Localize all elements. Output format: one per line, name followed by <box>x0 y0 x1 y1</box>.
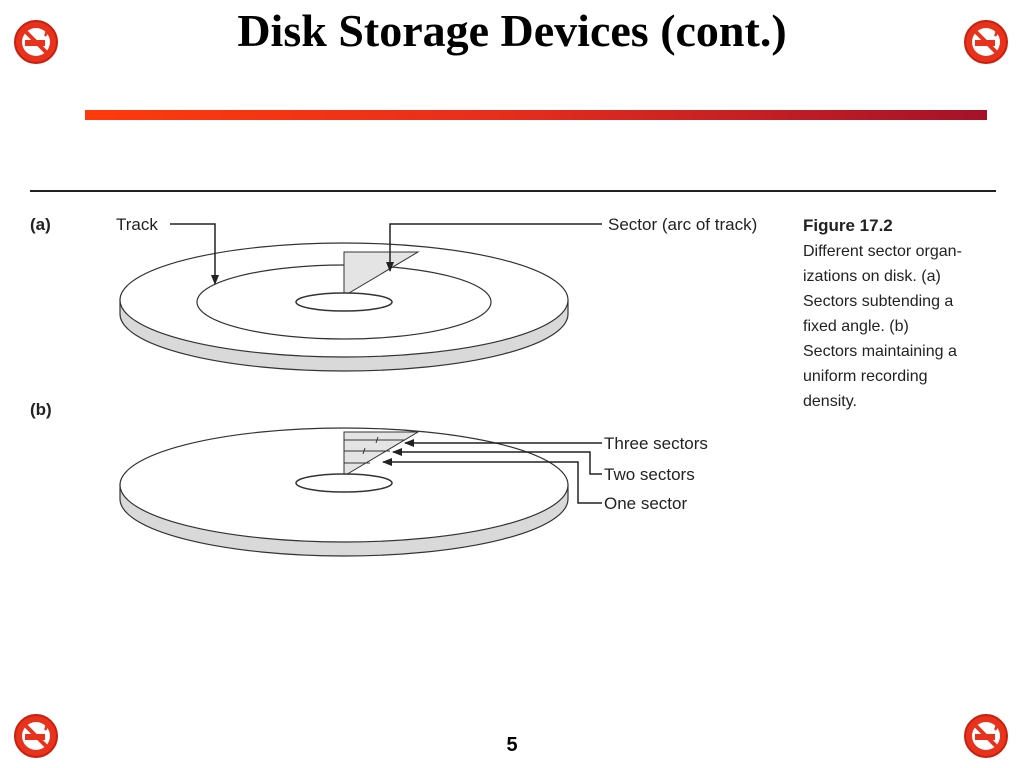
caption-line: izations on disk. (a) <box>803 268 941 285</box>
sector-label: Sector (arc of track) <box>608 215 757 234</box>
one-sector-label: One sector <box>604 494 687 513</box>
panel-a-label: (a) <box>30 215 51 234</box>
caption-line: density. <box>803 393 857 410</box>
panel-b-label: (b) <box>30 400 52 419</box>
no-smoking-icon <box>14 714 58 758</box>
sector-arrow <box>386 223 602 272</box>
page-number: 5 <box>506 734 518 756</box>
track-label: Track <box>116 215 158 234</box>
one-sector-arrow <box>382 458 602 504</box>
no-smoking-icon <box>964 714 1008 758</box>
sector-b <box>343 431 420 477</box>
two-sectors-arrow <box>392 448 602 475</box>
track-arrow <box>170 223 219 285</box>
slide-title: Disk Storage Devices (cont.) <box>237 5 787 56</box>
disk-b <box>119 427 569 557</box>
no-smoking-icon <box>964 20 1008 64</box>
two-sectors-label: Two sectors <box>604 465 695 484</box>
caption-line: uniform recording <box>803 368 928 385</box>
title-underline-bar <box>85 110 987 120</box>
caption-line: Different sector organ- <box>803 243 962 260</box>
disk-a <box>119 242 569 372</box>
no-smoking-icon <box>14 20 58 64</box>
three-sectors-label: Three sectors <box>604 434 708 453</box>
caption-line: Sectors maintaining a <box>803 343 957 360</box>
caption-line: fixed angle. (b) <box>803 318 909 335</box>
caption-line: Sectors subtending a <box>803 293 953 310</box>
figure-label: Figure 17.2 <box>803 216 893 235</box>
sector-a <box>343 251 420 297</box>
